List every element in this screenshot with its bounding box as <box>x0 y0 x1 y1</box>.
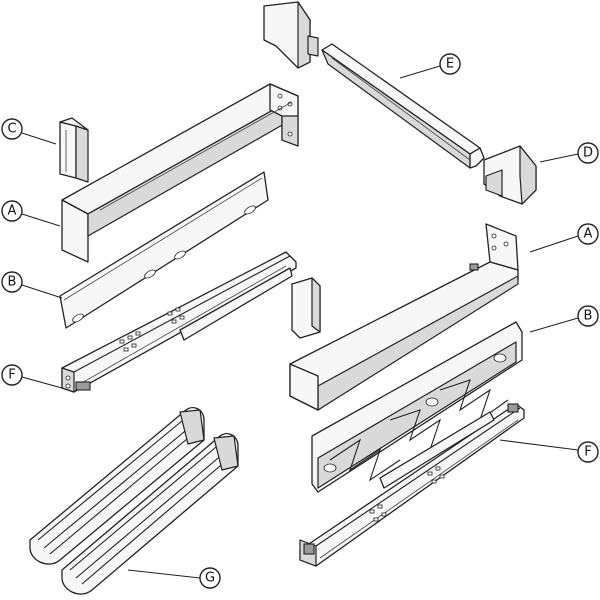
callout-g: G <box>127 567 221 589</box>
callout-f-right: F <box>499 439 599 463</box>
part-f-slide-rail-left <box>61 251 297 393</box>
callout-f-left-letter: F <box>8 368 15 383</box>
rail-holes-right <box>369 466 445 522</box>
wedge-block-top <box>263 1 319 69</box>
callout-a-left: A <box>1 200 61 227</box>
callout-d-letter: D <box>583 146 593 161</box>
callout-e: E <box>399 53 461 79</box>
part-b-fan-panel-right <box>311 321 523 493</box>
callout-b-right-letter: B <box>584 309 593 324</box>
part-e-long-bar <box>321 43 485 169</box>
end-cap-left <box>291 277 321 339</box>
callout-c-letter: C <box>7 122 16 137</box>
callout-c: C <box>1 118 57 145</box>
callout-b-left: B <box>1 271 63 299</box>
callout-a-right: A <box>529 223 599 253</box>
callout-f-right-letter: F <box>584 445 591 460</box>
part-a-rail-cover-right <box>289 223 519 411</box>
callout-a-right-letter: A <box>584 227 593 242</box>
part-c-end-block <box>59 117 89 183</box>
callout-d: D <box>539 142 599 164</box>
callout-e-letter: E <box>446 57 454 72</box>
part-b-bracket-plate-left <box>59 171 269 329</box>
part-a-rail-cover-left <box>61 83 299 263</box>
callout-b-left-letter: B <box>8 275 17 290</box>
callout-b-right: B <box>529 305 599 333</box>
callout-f-left: F <box>1 364 63 389</box>
part-d-wedge-block <box>483 145 537 205</box>
callout-g-letter: G <box>205 571 215 586</box>
rail-holes-left <box>119 307 185 352</box>
callout-a-left-letter: A <box>8 204 17 219</box>
part-g-cable-handles <box>29 406 239 595</box>
part-f-slide-rail-right <box>299 403 525 567</box>
